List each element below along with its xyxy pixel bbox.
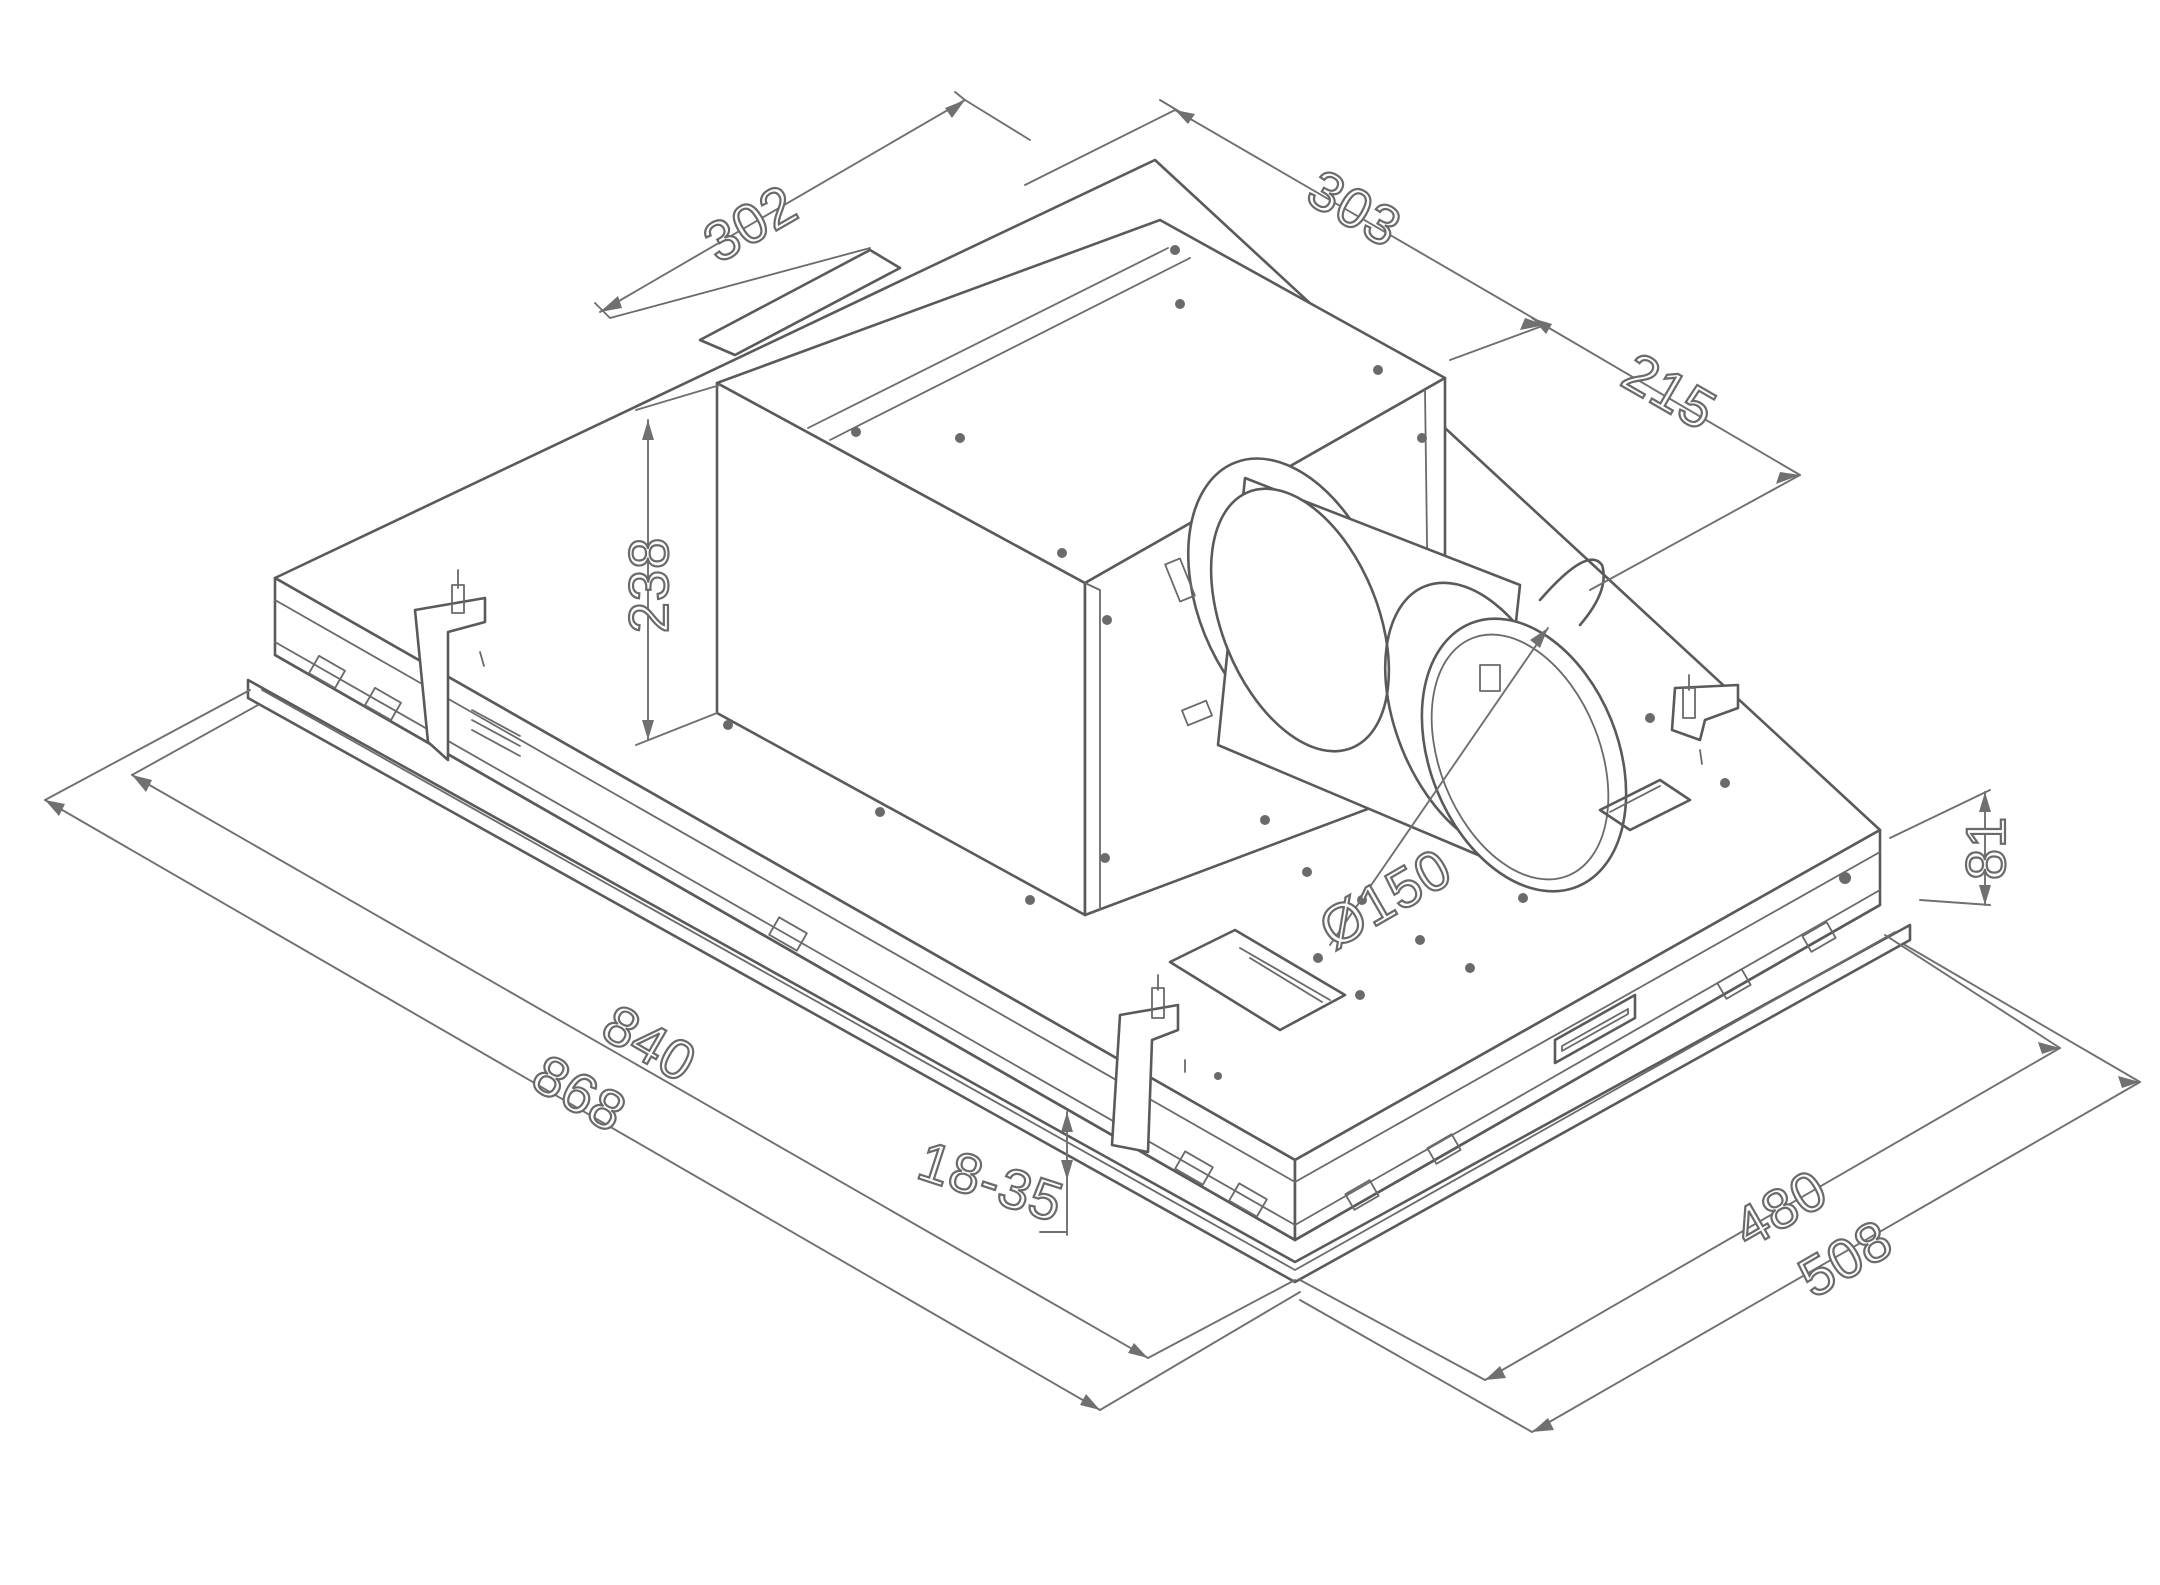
dimension-arrows [45,100,2140,1432]
wall-slot [1344,1179,1380,1211]
mounting-bracket-left [413,569,521,762]
dim-label-238: 238 [617,537,680,633]
wall-slot [1716,968,1752,1000]
dim-label-302: 302 [693,172,808,275]
body-flange [246,678,1912,1284]
outlet-collar-inner [1209,487,1391,753]
mounting-bracket-right-front [1110,974,1222,1154]
dimension-lines [44,91,2141,1433]
rear-cutout [1598,778,1692,832]
wall-slot [1228,1182,1268,1218]
dim-label-303: 303 [1297,157,1412,260]
dim-label-215: 215 [1612,340,1727,443]
dim-label-81: 81 [1954,816,2017,880]
dimension-labels: 302 303 215 238 Ø150 81 840 868 18-35 48… [521,156,2018,1311]
plate-holes [723,713,1851,1000]
handle-slot [1553,993,1637,1065]
rear-housing [609,247,902,357]
wall-slot [1801,921,1837,953]
wall-slot [1426,1133,1462,1165]
control-panel-cutout [1168,928,1347,1032]
mounting-bracket-right-rear [1670,674,1740,765]
wall-slot [364,686,402,722]
damper-handle [1538,558,1605,627]
wall-slot [1174,1150,1214,1186]
outlet-pipe [1164,457,1628,893]
wall-slot [308,654,346,690]
wall-slot [768,916,808,952]
